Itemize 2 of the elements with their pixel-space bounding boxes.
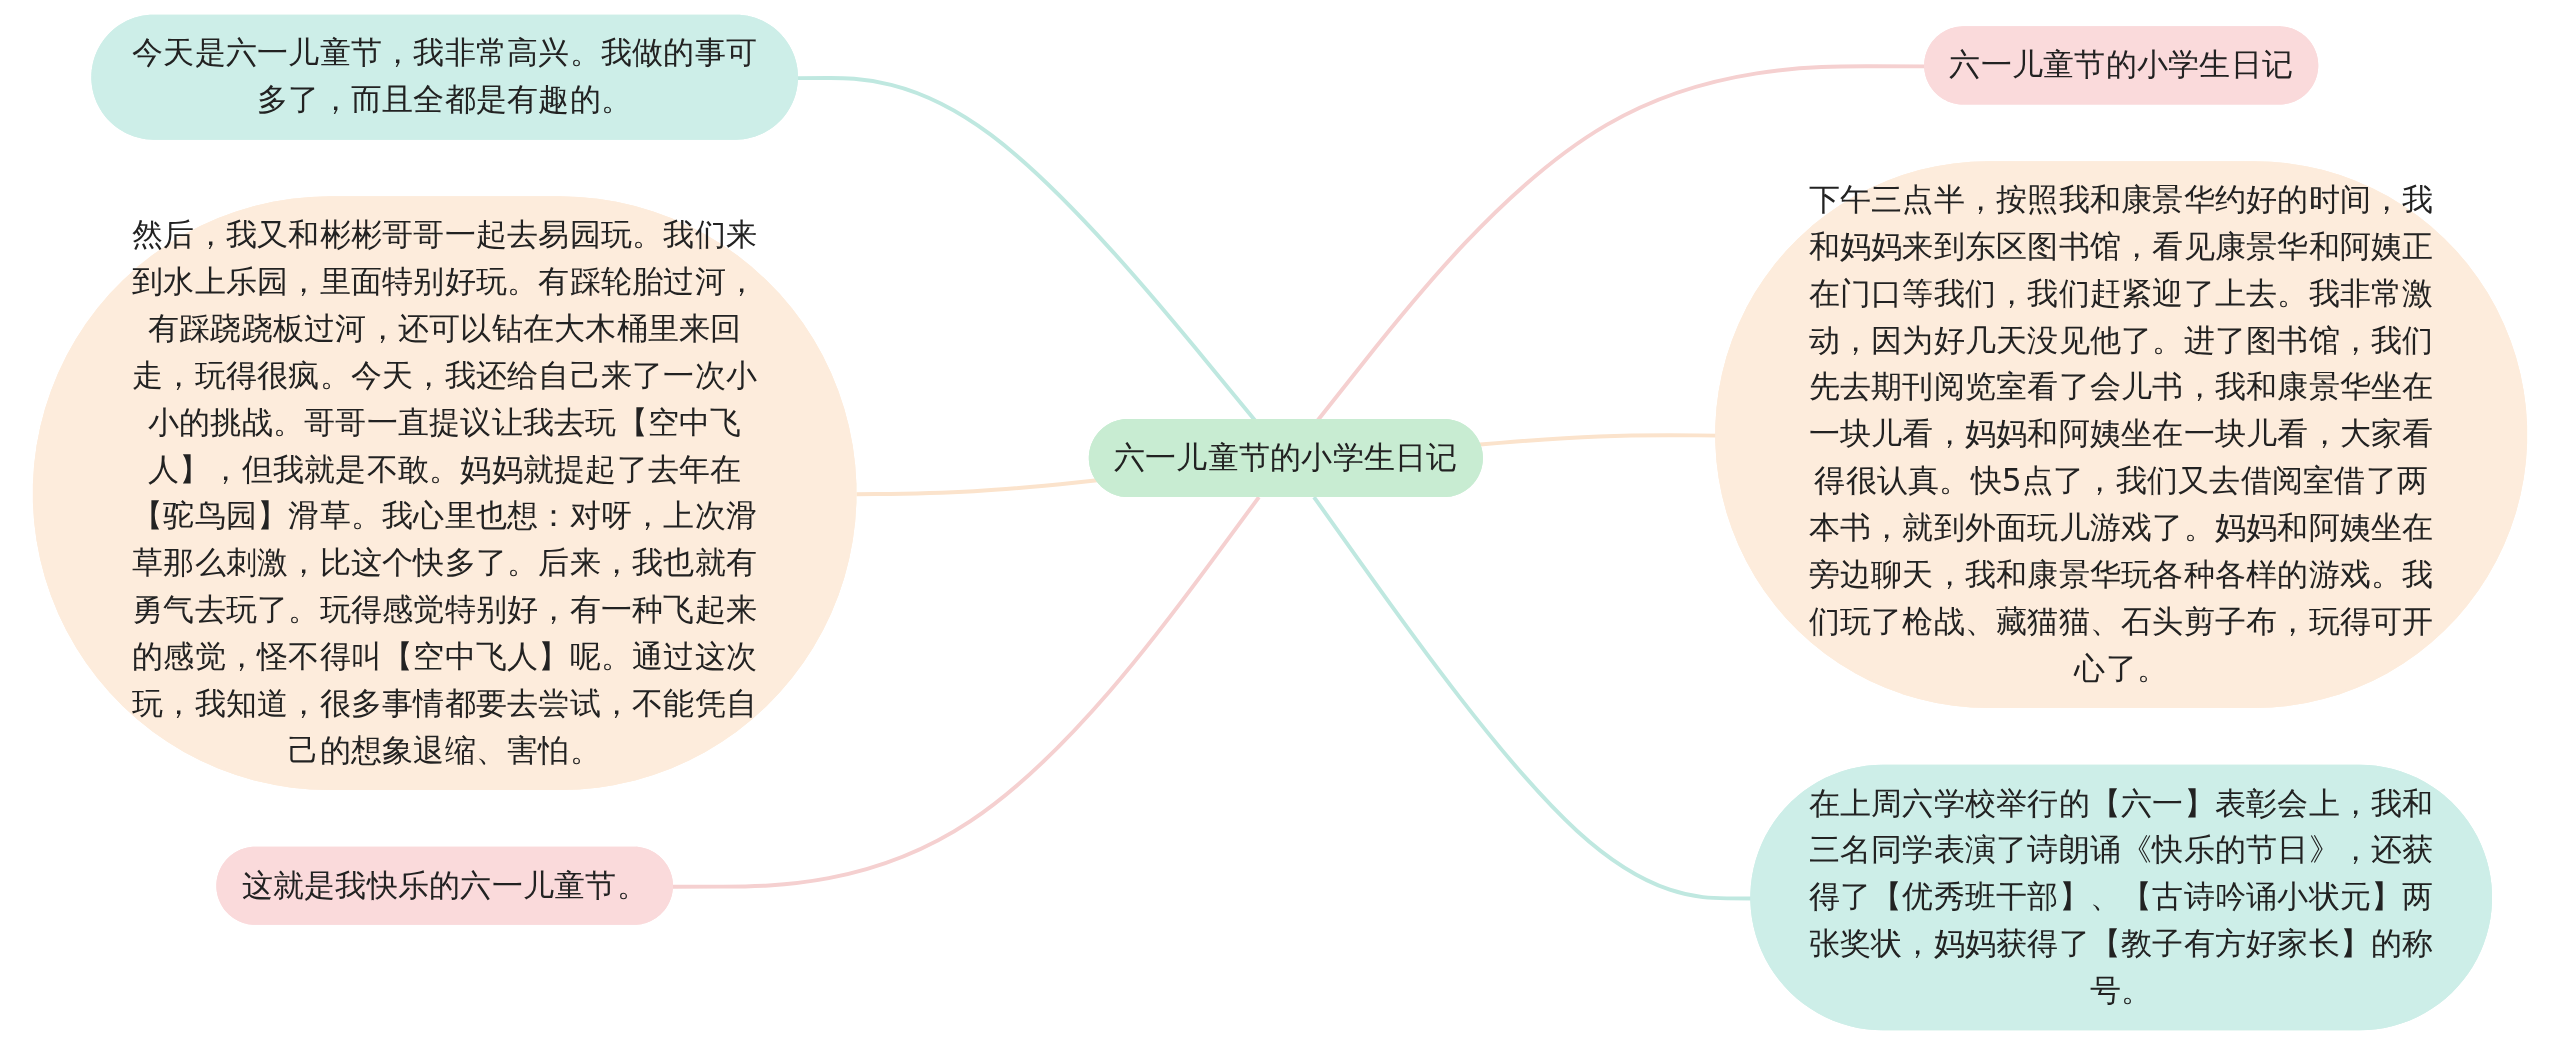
connector — [672, 495, 1261, 889]
connector — [856, 478, 1098, 497]
